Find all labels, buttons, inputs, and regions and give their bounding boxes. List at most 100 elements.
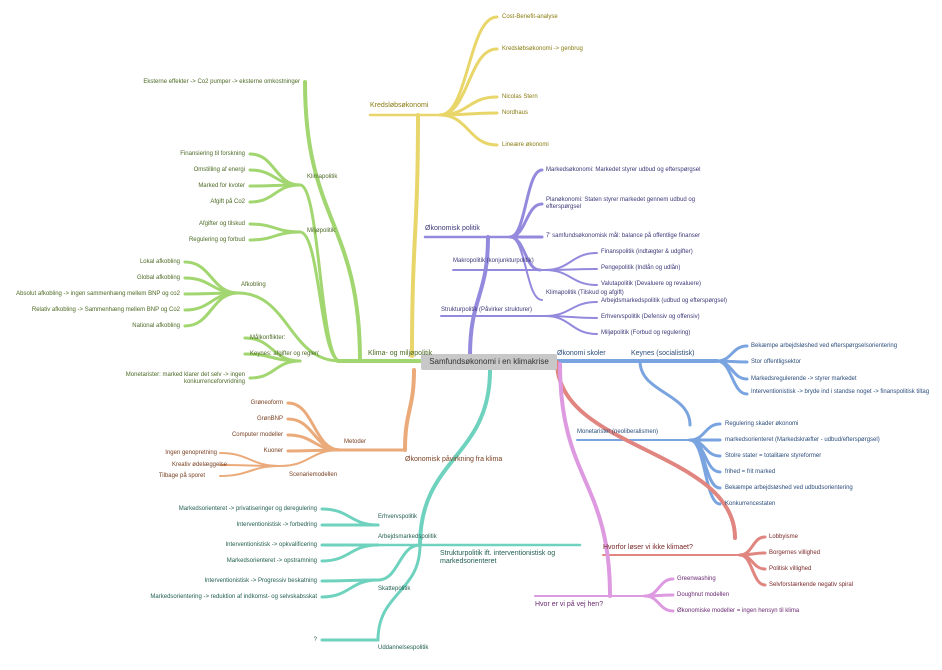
connector: [544, 315, 598, 335]
metoder-item[interactable]: Kuoner: [263, 448, 283, 454]
monetarister-item[interactable]: markedsorienteret (Markedskræfter - udbu…: [725, 437, 880, 443]
hvorfor-item[interactable]: Selvforstærkende negativ spiral: [769, 582, 854, 588]
klima-loose-item[interactable]: Monetarister: marked klarer det selv -> …: [125, 372, 245, 385]
klima-loose-item[interactable]: Målkonflikter:: [250, 335, 286, 341]
connector: [236, 291, 342, 363]
metoder-title[interactable]: Metoder: [344, 439, 367, 445]
uddannelse-item[interactable]: ?: [313, 637, 317, 643]
klimapolitik-item[interactable]: Omstilling af energi: [193, 167, 245, 173]
connector: [468, 235, 490, 358]
oek-politik-title[interactable]: Økonomisk politik: [425, 225, 480, 232]
miljo-item[interactable]: Afgifter og tilskud: [198, 221, 245, 227]
monetarister-item[interactable]: Konkurrencestaten: [725, 501, 776, 507]
oek-politik-item[interactable]: Planøkonomi: Staten styrer markedet genn…: [546, 197, 696, 210]
monetarister-title[interactable]: Monetarister (neoliberalismen): [577, 429, 659, 435]
struktur-item[interactable]: Arbejdsmarkedspolitik (udbud og efterspø…: [601, 298, 728, 304]
skatte-title[interactable]: Skattepolitik: [378, 586, 411, 592]
hvorfor-title[interactable]: Hvorfor løser vi ikke klimaet?: [603, 544, 693, 551]
keynes-item[interactable]: Stor offentligsektor: [751, 359, 801, 365]
keynes-item[interactable]: Interventionistisk -> bryde ind i stands…: [751, 389, 930, 395]
arbejds-title[interactable]: Arbejdsmarkedspolitik: [378, 534, 437, 540]
connector: [555, 360, 737, 540]
connector: [279, 449, 341, 467]
scenarie-item[interactable]: Ingen genopretning: [165, 450, 217, 456]
scenarie-item[interactable]: Tilbage på sporet: [158, 473, 205, 479]
klima-loose-item[interactable]: Keynes: afgifter og regler(: [250, 351, 320, 357]
erhverv-item[interactable]: Markedsorienteret -> privatiseringer og …: [178, 506, 317, 512]
afkobling-title[interactable]: Afkobling: [241, 282, 266, 288]
oek-politik-item[interactable]: 7' samfundsøkonomisk mål: balance på off…: [546, 233, 701, 239]
klimapolitik-item[interactable]: Afgift på Co2: [210, 199, 245, 205]
kredslob-item[interactable]: Kredsløbsøkonomi -> genbrug: [502, 46, 583, 52]
miljo-item[interactable]: Regulering og forbud: [188, 237, 245, 243]
makro-item[interactable]: Finanspolitik (indtægter & udgifter): [601, 249, 693, 255]
monetarister-item[interactable]: Regulering skader økonomi: [725, 421, 799, 427]
connector: [183, 291, 240, 328]
strukturpolitik-purple-title[interactable]: Strukturpolitik (Påvirker strukturer): [441, 307, 533, 313]
scenarie-item[interactable]: Kreativ ødelæggelse: [171, 462, 227, 468]
klima-miljo-top[interactable]: Eksterne effekter -> Co2 pumper -> ekste…: [143, 79, 300, 85]
connector: [544, 269, 598, 286]
hvorfor-item[interactable]: Borgernes villighed: [769, 550, 821, 556]
strukturpolitik-title[interactable]: Strukturpolitik ift. interventionistisk …: [440, 550, 556, 565]
kredslob-item[interactable]: Nordhaus: [502, 110, 529, 116]
hvorfor-item[interactable]: Politisk villighed: [769, 566, 812, 572]
klima-miljo-title[interactable]: Klima- og miljøpolitik: [368, 350, 433, 357]
makro-item[interactable]: Klimapolitik (Tilskud og afgift): [546, 290, 624, 296]
afkobling-item[interactable]: Global afkobling: [136, 275, 180, 281]
keynes-title[interactable]: Keynes (socialistisk): [631, 350, 695, 357]
erhverv-item[interactable]: Interventionistisk -> forbedring: [236, 522, 317, 528]
skoler-title[interactable]: Økonomi skoler: [557, 350, 606, 357]
root-node[interactable]: Samfundsøkonomi i en klimakrise: [421, 354, 557, 370]
paavirkning-title[interactable]: Økonomisk påvirkning fra klima: [405, 456, 503, 463]
erhverv-title[interactable]: Erhvervspolitik: [378, 514, 418, 520]
struktur-item[interactable]: Miljøpolitik (Forbud og regulering): [601, 330, 691, 336]
kredslob-item[interactable]: Lineære økonomi: [502, 142, 549, 148]
monetarister-item[interactable]: Bekæmpe arbejdsløshed ved udbudsorienter…: [725, 485, 853, 491]
oek-politik-item[interactable]: Markedsøkonomi: Markedet styrer udbud og…: [546, 167, 701, 173]
klimapolitik-item[interactable]: Finansiering til forskning: [180, 151, 245, 157]
connector: [376, 543, 422, 582]
makro-item[interactable]: Pengepolitik (Indlån og udlån): [601, 265, 681, 271]
connector: [558, 362, 612, 598]
monetarister-item[interactable]: frihed = frit marked: [725, 469, 776, 475]
kredslob-title[interactable]: Kredsløbsøkonomi: [370, 102, 429, 109]
kredslob-item[interactable]: Nicolas Stern: [502, 94, 538, 100]
skatte-item[interactable]: Markedsorientering -> reduktion af indko…: [150, 594, 317, 600]
afkobling-item[interactable]: Absolut afkobling -> ingen sammenhæng me…: [16, 291, 180, 297]
keynes-item[interactable]: Markedsregulerende -> styrer markedet: [751, 376, 857, 382]
kredslob-item[interactable]: Cost-Benefit-analyse: [502, 14, 558, 20]
afkobling-item[interactable]: Lokal afkobling: [139, 259, 180, 265]
connector: [438, 113, 499, 147]
afkobling-item[interactable]: Relativ afkobling -> Sammenhæng mellem B…: [31, 307, 180, 313]
struktur-item[interactable]: Erhvervspolitik (Defensiv og offensiv): [601, 314, 700, 320]
makro-item[interactable]: Valutapolitik (Devaluere og revaluere): [601, 281, 701, 287]
scenarie-title[interactable]: Scenariemodellen: [289, 472, 338, 478]
hvor-item[interactable]: Greenwashing: [677, 576, 716, 582]
makropolitik-title[interactable]: Makropolitik (konjunkturpolitik): [453, 258, 534, 264]
metoder-item[interactable]: Grøneoform: [250, 400, 283, 406]
connector: [688, 438, 722, 506]
arbejds-item[interactable]: Interventionistisk -> opkvalificering: [225, 542, 317, 548]
connector: [298, 230, 342, 363]
connector: [410, 113, 420, 358]
arbejds-item[interactable]: Markedsorienteret -> opstramning: [226, 558, 317, 564]
metoder-item[interactable]: Computer modeller: [231, 432, 283, 438]
hvor-item[interactable]: Økonomiske modeller = ingen hensyn til k…: [677, 608, 800, 614]
connector: [638, 359, 692, 427]
metoder-item[interactable]: GrønBNP: [256, 416, 283, 422]
connector: [320, 578, 380, 599]
miljo-title[interactable]: Miljøpolitik:: [307, 228, 337, 234]
hvor-title[interactable]: Hvor er vi på vej hen?: [535, 601, 604, 608]
keynes-item[interactable]: Bekæmpe arbejdsløshed ved efterspørgsels…: [751, 343, 898, 349]
uddannelse-title[interactable]: Uddannelsespolitik: [378, 645, 429, 651]
hvorfor-item[interactable]: Lobbyisme: [769, 534, 799, 540]
klimapolitik-item[interactable]: Marked for kvoter: [198, 183, 245, 189]
afkobling-item[interactable]: National afkobling: [132, 323, 180, 329]
hvor-item[interactable]: Doughnut modellen: [677, 592, 730, 598]
connector: [715, 359, 749, 396]
monetarister-item[interactable]: Stolre stater = totalitære styreformer: [725, 453, 822, 459]
skatte-item[interactable]: Interventionistisk -> Progressiv beskatn…: [204, 578, 317, 584]
klimapolitik-title[interactable]: Klimapolitik: [307, 174, 338, 180]
